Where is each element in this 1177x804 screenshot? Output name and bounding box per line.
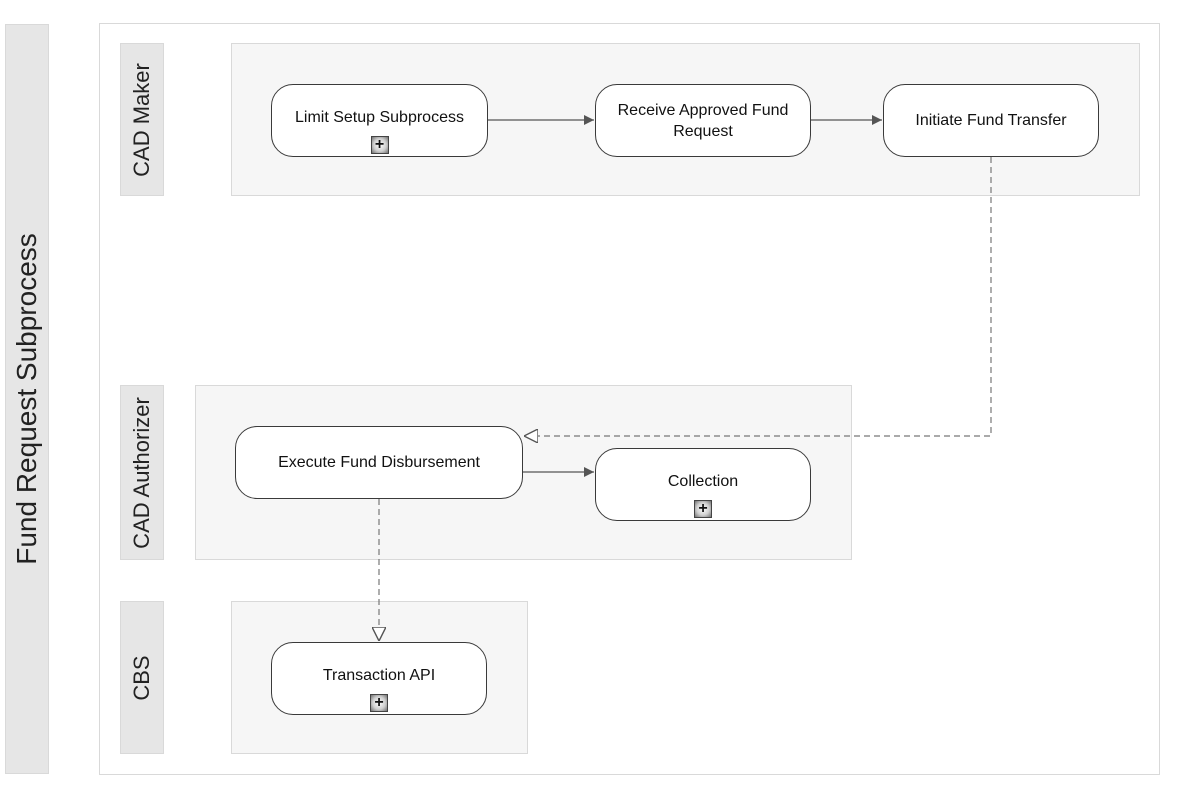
collapsed-subprocess-icon[interactable]: +: [694, 500, 712, 518]
task-transaction-api[interactable]: Transaction API +: [271, 642, 487, 715]
task-label: Limit Setup Subprocess: [295, 109, 464, 126]
task-collection[interactable]: Collection +: [595, 448, 811, 521]
task-label: Receive Approved Fund Request: [617, 101, 789, 140]
task-limit-setup-subprocess[interactable]: Limit Setup Subprocess +: [271, 84, 488, 157]
collapsed-subprocess-icon[interactable]: +: [370, 694, 388, 712]
task-receive-approved-fund-request[interactable]: Receive Approved Fund Request: [595, 84, 811, 157]
pool-label: Fund Request Subprocess: [5, 24, 49, 774]
message-initiate-to-execute: [524, 157, 992, 436]
task-label: Initiate Fund Transfer: [915, 112, 1067, 129]
task-execute-fund-disbursement[interactable]: Execute Fund Disbursement: [235, 426, 523, 499]
lane-label-cad-authorizer: CAD Authorizer: [120, 385, 164, 560]
task-label: Transaction API: [322, 667, 436, 684]
collapsed-subprocess-icon[interactable]: +: [370, 136, 389, 154]
lane-label-cbs: CBS: [120, 601, 164, 754]
lane-label-cad-maker: CAD Maker: [120, 43, 164, 196]
task-label: Collection: [667, 473, 739, 490]
task-label: Execute Fund Disbursement: [278, 454, 480, 471]
task-initiate-fund-transfer[interactable]: Initiate Fund Transfer: [883, 84, 1099, 157]
